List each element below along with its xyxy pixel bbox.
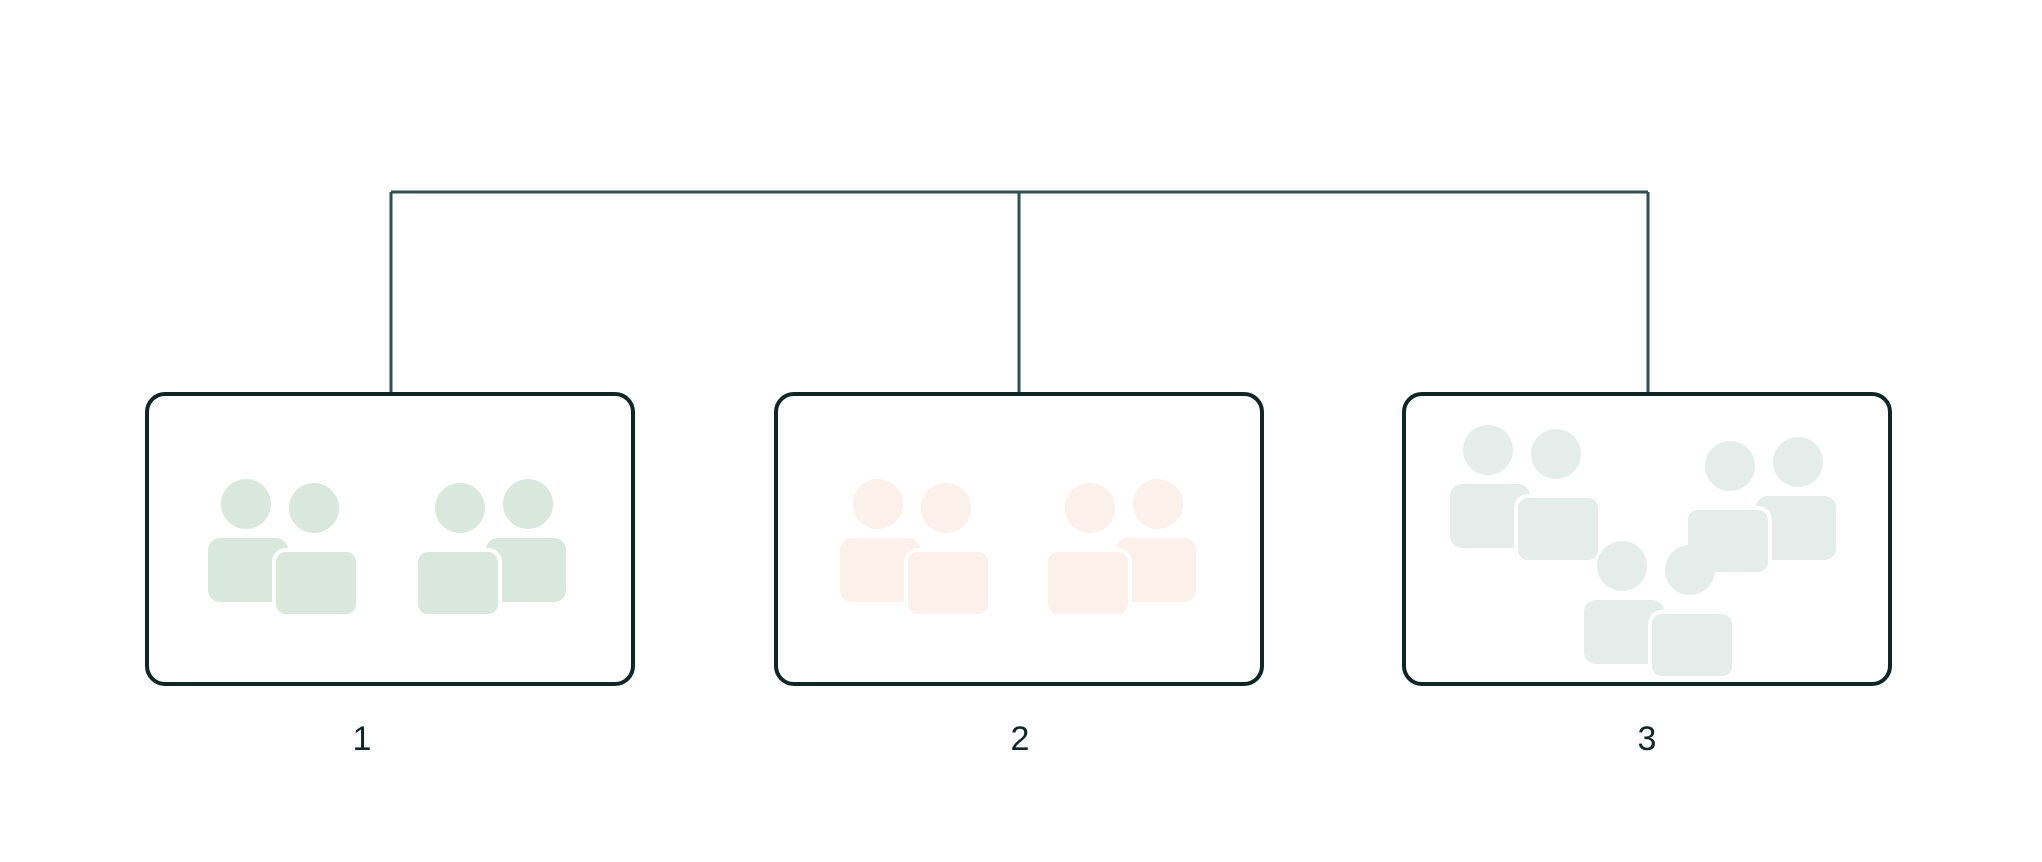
connector-lines: [389, 190, 1650, 394]
group-box-1: [145, 392, 635, 686]
group-label-2: 2: [1011, 720, 1030, 758]
group-1: 1: [145, 392, 635, 758]
group-box-2: [774, 392, 1264, 686]
group-label-3: 3: [1638, 720, 1657, 758]
group-2: 2: [774, 392, 1264, 758]
group-3: 3: [1402, 392, 1892, 758]
group-box-3: [1402, 392, 1892, 686]
group-label-1: 1: [353, 720, 372, 758]
